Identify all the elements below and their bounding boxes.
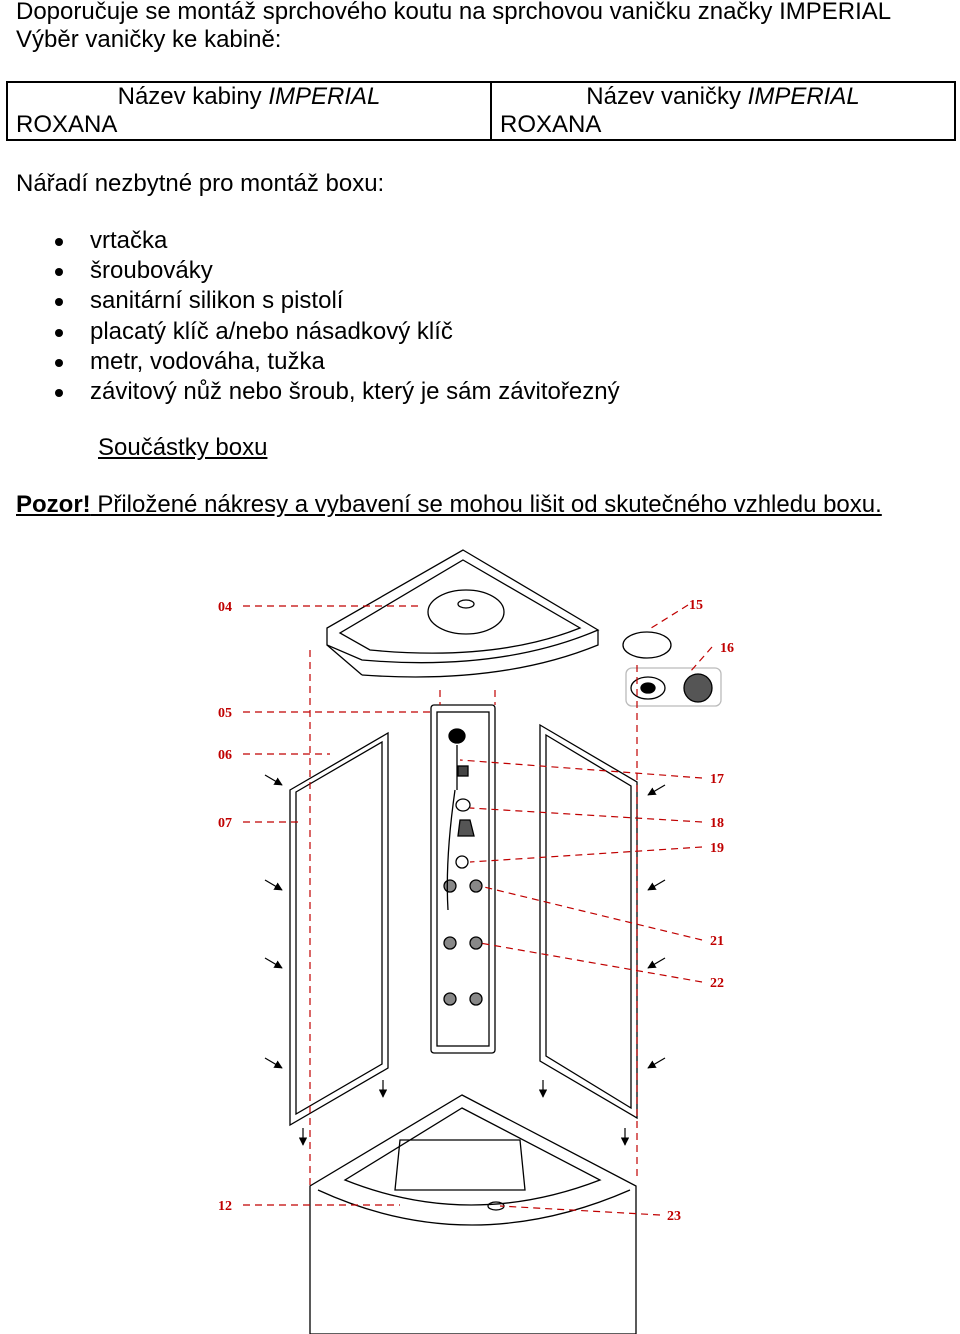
part-label-18: 18	[710, 816, 724, 831]
tray-value: ROXANA	[500, 111, 602, 138]
tray-cell: Název vaničky IMPERIAL ROXANA	[490, 81, 956, 141]
shower-head-parts	[622, 631, 722, 707]
list-item: závitový nůž nebo šroub, který je sám zá…	[0, 377, 620, 407]
part-label-16: 16	[720, 641, 734, 656]
list-item: placatý klíč a/nebo násadkový klíč	[0, 317, 620, 347]
shower-column	[430, 704, 496, 1054]
part-label-15: 15	[689, 598, 703, 613]
tools-title: Nářadí nezbytné pro montáž boxu:	[16, 170, 385, 197]
intro-line-1: Doporučuje se montáž sprchového koutu na…	[16, 0, 892, 25]
roof	[326, 549, 600, 678]
parts-heading: Součástky boxu	[98, 434, 268, 461]
shower-tray	[309, 1094, 637, 1334]
list-item: vrtačka	[0, 226, 620, 256]
exploded-drawing: 04 05 06 07 12 15 16 17 18 19 21 22 23	[218, 549, 734, 1334]
cabin-header: Název kabiny IMPERIAL	[8, 83, 490, 111]
part-label-04: 04	[218, 600, 232, 615]
part-label-06: 06	[218, 748, 232, 763]
cabin-header-prefix: Název kabiny	[117, 83, 269, 110]
warning-message: Přiložené nákresy a vybavení se mohou li…	[90, 491, 882, 518]
part-label-05: 05	[218, 706, 232, 721]
part-label-23: 23	[667, 1209, 681, 1224]
warning-bold: Pozor!	[16, 491, 91, 518]
part-label-19: 19	[710, 841, 724, 856]
part-label-21: 21	[710, 934, 724, 949]
tools-list: vrtačka šroubováky sanitární silikon s p…	[0, 226, 620, 407]
tray-header: Název vaničky IMPERIAL	[492, 83, 954, 111]
part-label-22: 22	[710, 976, 724, 991]
warning-text: Pozor! Přiložené nákresy a vybavení se m…	[16, 491, 882, 519]
list-item: metr, vodováha, tužka	[0, 347, 620, 377]
tray-header-brand: IMPERIAL	[747, 83, 860, 110]
right-glass-panel	[539, 723, 638, 1120]
cabin-cell: Název kabiny IMPERIAL ROXANA	[6, 81, 492, 141]
part-label-07: 07	[218, 816, 232, 831]
cabin-value: ROXANA	[16, 111, 118, 138]
guide-lines	[243, 604, 713, 1216]
part-label-12: 12	[218, 1199, 232, 1214]
cabin-header-brand: IMPERIAL	[268, 83, 381, 110]
cabin-tray-table: Název kabiny IMPERIAL ROXANA Název vanič…	[6, 81, 956, 141]
left-glass-panel	[289, 731, 389, 1127]
part-labels: 04 05 06 07 12 15 16 17 18 19 21 22 23	[218, 598, 734, 1224]
list-item: sanitární silikon s pistolí	[0, 286, 620, 316]
tray-header-prefix: Název vaničky	[586, 83, 748, 110]
list-item: šroubováky	[0, 256, 620, 286]
screw-arrows	[264, 774, 666, 1146]
intro-line-2: Výběr vaničky ke kabině:	[16, 26, 282, 53]
part-label-17: 17	[710, 772, 724, 787]
